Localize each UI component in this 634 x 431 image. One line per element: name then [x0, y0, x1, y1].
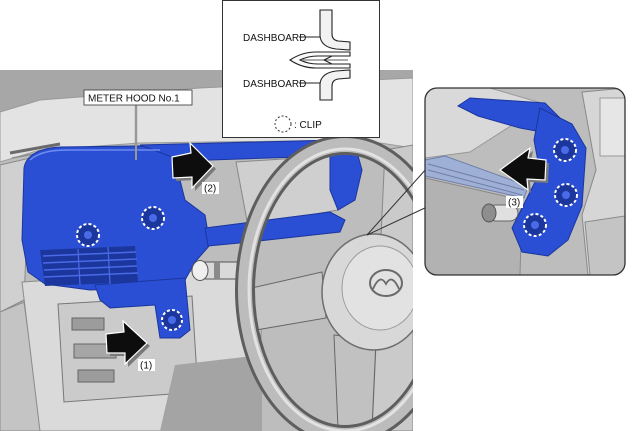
step-label: (3) [508, 198, 520, 209]
clip-dashed-outline [141, 206, 165, 230]
switch-block [71, 317, 105, 331]
logo-wings [372, 278, 400, 290]
inset-lower-dash [425, 177, 523, 275]
clip-detail-frame [222, 0, 380, 138]
inset-beam-stripe [427, 163, 525, 191]
air-vent-slat [42, 251, 137, 257]
clip-head [531, 221, 539, 229]
meter-hood-lower-strip [204, 211, 346, 247]
stalk-band [214, 262, 220, 279]
clip-marker-icon [161, 309, 183, 331]
step-label: (1) [140, 361, 152, 372]
stalk-tip [191, 260, 209, 281]
detail-inset-frame [424, 87, 626, 276]
clip-marker-icon [523, 213, 547, 237]
clip-dashed-outline [523, 213, 547, 237]
block-arrow-icon [498, 146, 549, 193]
clip-head [562, 191, 570, 199]
door-panel [0, 301, 43, 431]
block-arrow-icon [171, 141, 216, 191]
air-vent-grille [40, 246, 139, 286]
logo-ring [369, 269, 403, 297]
step-label-box [138, 359, 155, 371]
air-vent-slat [43, 272, 139, 278]
footwell [160, 355, 262, 431]
mazda-logo-icon [369, 269, 403, 297]
inset-housing-panel [599, 97, 625, 157]
part-label: METER HOOD No.1 [88, 94, 180, 105]
clip-section [289, 51, 351, 69]
upper-dashboard-label: DASHBOARD [243, 33, 306, 44]
callout-line-lower [366, 206, 428, 236]
lower-dashboard-label: DASHBOARD [243, 79, 306, 90]
steering-wheel [235, 135, 413, 431]
steering-wheel-airbag-cover [341, 245, 413, 331]
clip-marker-icon [553, 138, 577, 162]
meter-hood-edge-highlight [29, 149, 160, 161]
air-vent-slat [42, 258, 138, 264]
inset-beam-stripe [427, 169, 523, 196]
upper-dashboard-panel [319, 9, 351, 51]
arrow-step-3 [498, 146, 547, 192]
defroster-slot [9, 142, 61, 155]
step-1-label: (1) [138, 359, 155, 372]
clip-head [168, 316, 176, 324]
arrow-step-1 [105, 319, 148, 366]
arrow-step-2 [171, 141, 214, 190]
clip-marker-icon [141, 206, 165, 230]
detail-inset [425, 88, 625, 275]
step-label-box [202, 182, 219, 194]
step-3-label: (3) [506, 196, 523, 209]
steering-wheel-rim-face [238, 138, 413, 431]
inset-turn-signal-stalk [481, 203, 519, 223]
meter-hood-callout: METER HOOD No.1 [83, 89, 193, 160]
block-arrow-icon [105, 319, 150, 367]
clip-dashed-outline [554, 183, 578, 207]
step-2-label: (2) [202, 182, 219, 195]
clip-marker-icon [554, 183, 578, 207]
part-label-box [83, 89, 193, 106]
clip-head [561, 146, 569, 154]
clip-head [84, 231, 92, 239]
clip-dashed-outline [161, 309, 183, 331]
switch-block [77, 369, 115, 383]
callout-line-upper [366, 167, 428, 236]
clip-marker-icon [76, 223, 100, 247]
dashed-circle-clip-icon [274, 115, 292, 133]
steering-wheel-rim-highlight [247, 147, 413, 431]
step-label: (2) [204, 184, 216, 195]
clip-dashed-outline [76, 223, 100, 247]
clip-head [149, 214, 157, 222]
detail-callout-lines [366, 167, 428, 236]
step-label-box [506, 196, 523, 208]
stalk-tip [481, 203, 497, 223]
lower-dashboard-panel-section [319, 69, 351, 101]
air-vent-slat [43, 265, 138, 271]
clip-detail-box: DASHBOARD DASHBOARD : CLIP [222, 0, 380, 138]
inset-lower-right-part [584, 215, 625, 275]
clip-dashed-outline [553, 138, 577, 162]
air-vent-divider [107, 246, 111, 285]
clip-legend-text: : CLIP [294, 120, 322, 131]
air-vent-divider [77, 248, 81, 286]
